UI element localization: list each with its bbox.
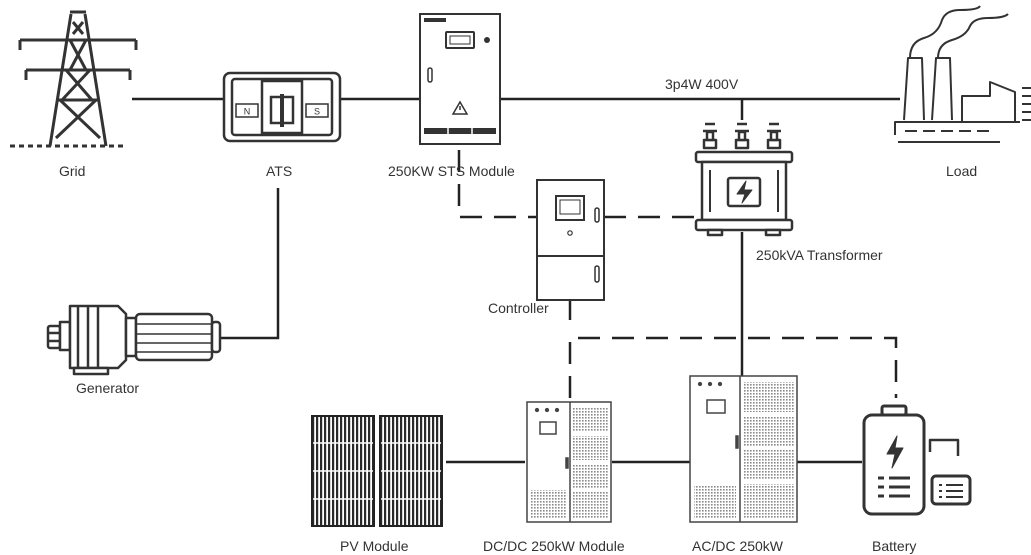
grid-tower-icon: [10, 10, 138, 148]
controller-cabinet-icon[interactable]: [536, 179, 605, 301]
dcdc-cabinet-icon[interactable]: [526, 401, 612, 523]
connection-lines: [132, 97, 900, 464]
acdc-cabinet-icon[interactable]: [689, 375, 798, 523]
generator-label: Generator: [76, 380, 140, 396]
battery-label: Battery: [872, 538, 917, 554]
control-lines: [457, 150, 898, 398]
pv-module-icon[interactable]: [311, 415, 443, 527]
battery-icon[interactable]: [862, 404, 972, 516]
controller-label: Controller: [488, 300, 549, 316]
pv-module-label: PV Module: [340, 538, 409, 554]
grid-label: Grid: [59, 163, 86, 179]
acdc-label: AC/DC 250kW: [692, 538, 784, 554]
sts-label: 250KW STS Module: [388, 163, 515, 179]
ats-label: ATS: [266, 163, 293, 179]
load-label: Load: [946, 163, 978, 179]
generator-icon[interactable]: [46, 304, 222, 376]
ats-n-mark: N: [244, 107, 251, 117]
factory-load-icon: [894, 5, 1031, 143]
line-ats-generator: [218, 188, 280, 340]
ctrl-sts-controller: [457, 150, 537, 219]
ctrl-bus-bar: [568, 336, 898, 398]
bus-voltage-label: 3p4W 400V: [665, 76, 739, 92]
transformer-icon[interactable]: [694, 122, 794, 237]
sts-cabinet-icon[interactable]: [419, 13, 501, 145]
dcdc-label: DC/DC 250kW Module: [483, 538, 625, 554]
ats-icon[interactable]: [222, 71, 342, 143]
ats-s-mark: S: [314, 107, 320, 117]
transformer-label: 250kVA Transformer: [756, 247, 883, 263]
